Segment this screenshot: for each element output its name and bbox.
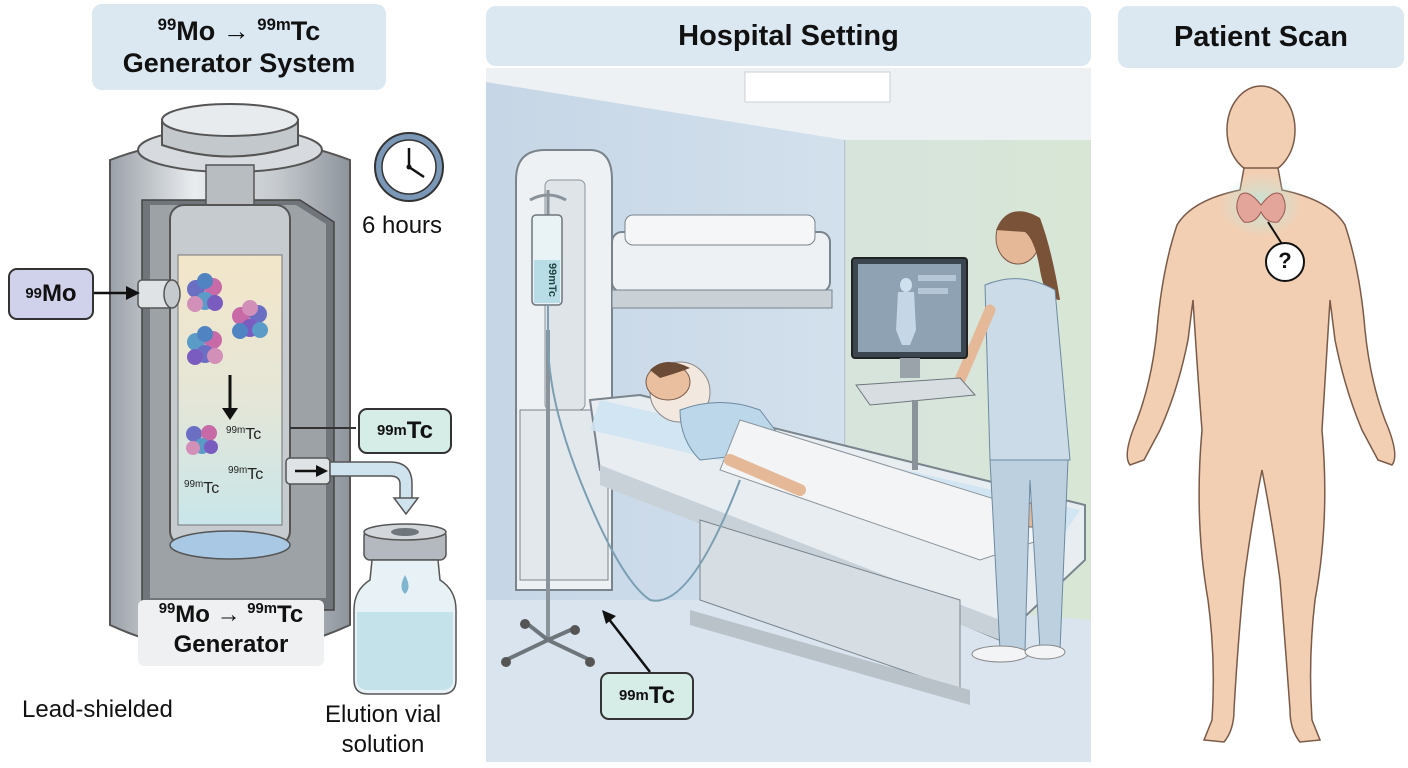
thyroid-leader [1267, 221, 1283, 245]
syringe-label: 99mTc [546, 262, 558, 298]
decay-time-label: 6 hours [362, 212, 443, 239]
tc-inner-label-1: 99mTc [226, 425, 262, 443]
nurse [954, 211, 1071, 663]
elution-vial [353, 523, 457, 695]
iv-stand [501, 190, 741, 667]
tc-inner-label-2: 99mTc [228, 465, 264, 483]
mo-99-nuclei [187, 273, 268, 365]
mo-input-port [92, 279, 181, 309]
monitor [851, 257, 977, 470]
decay-arrow [222, 375, 238, 420]
generator-panel-title: 99Mo → 99mTc Generator System [92, 4, 386, 90]
output-tube [285, 457, 420, 516]
hospital-panel-title: Hospital Setting [486, 6, 1091, 66]
lead-shielded-label: Lead-shielded [22, 696, 173, 723]
question-mark-text: ? [1278, 248, 1292, 273]
tube-label-arrow [602, 610, 651, 673]
question-marker [1265, 242, 1305, 282]
elution-vial-label: Elution vial solution [324, 701, 442, 758]
tc-99m-nucleus [186, 425, 218, 455]
tc-inner-label-3: 99mTc [184, 479, 220, 497]
thyroid-icon [1236, 192, 1286, 223]
clock-icon [374, 132, 444, 202]
body-silhouette [1126, 85, 1396, 743]
patient-panel-title: Patient Scan [1118, 6, 1404, 68]
generator-nameplate: 99Mo → 99mTc Generator [138, 600, 324, 666]
